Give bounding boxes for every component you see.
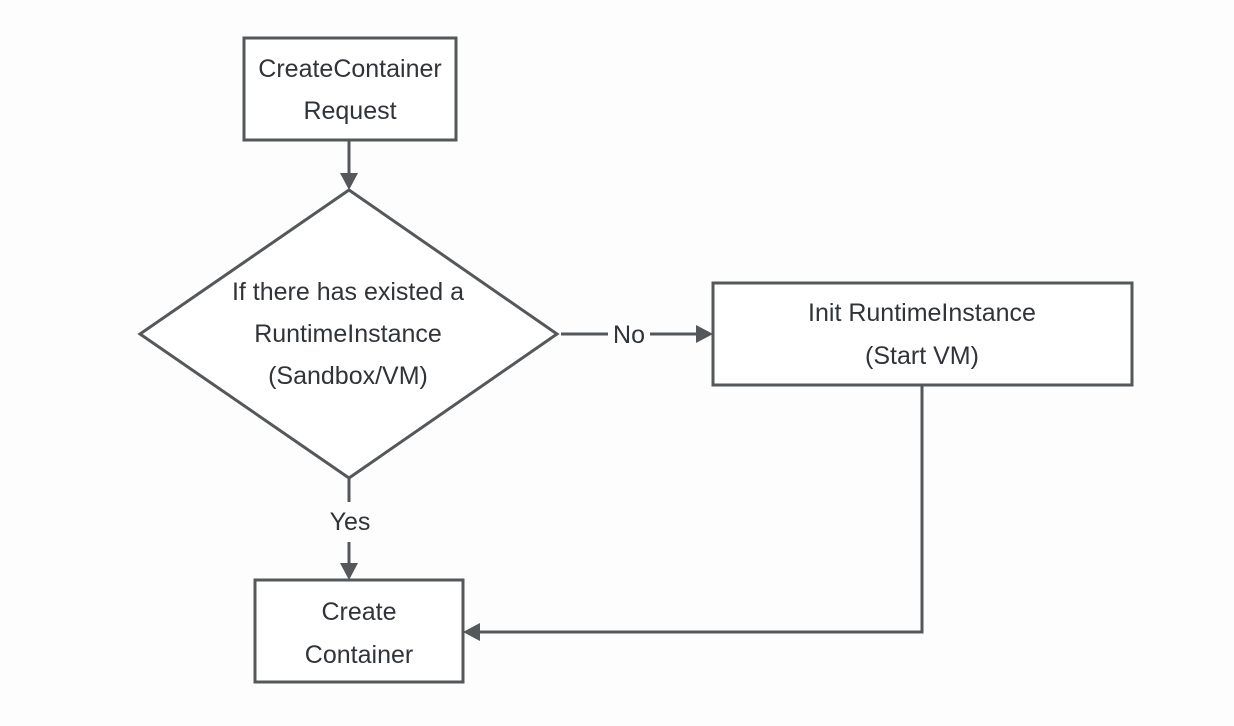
edge-init-to-create-line — [480, 386, 924, 634]
edge-label-no: No — [613, 321, 645, 349]
edge-lines — [347, 141, 924, 634]
node-shapes — [137, 36, 1134, 684]
edge-labels: No Yes — [330, 321, 645, 536]
node-init-label-line-2: (Start VM) — [865, 342, 979, 370]
node-check-label-line-2: RuntimeInstance — [254, 320, 442, 348]
arrowheads — [340, 173, 713, 641]
node-check-shape — [137, 188, 560, 480]
node-labels: CreateContainer Request If there has exi… — [232, 55, 1036, 669]
node-create-label-line-1: Create — [321, 598, 396, 626]
edge-label-yes: Yes — [330, 508, 371, 536]
node-request-label-line-1: CreateContainer — [258, 55, 441, 83]
arrowhead-request-to-check — [340, 173, 358, 190]
node-init-shape — [711, 281, 1134, 387]
node-check-label-line-1: If there has existed a — [232, 278, 464, 306]
node-request-shape — [242, 36, 458, 142]
node-create-label-line-2: Container — [305, 641, 413, 669]
node-request-label-line-2: Request — [303, 97, 396, 125]
arrowhead-init-to-create — [463, 623, 480, 641]
arrowhead-check-to-init — [696, 325, 713, 343]
node-create-shape — [253, 578, 465, 684]
node-check-label-line-3: (Sandbox/VM) — [268, 362, 428, 390]
node-init-label-line-1: Init RuntimeInstance — [808, 299, 1036, 327]
arrowhead-check-to-create — [340, 563, 358, 580]
